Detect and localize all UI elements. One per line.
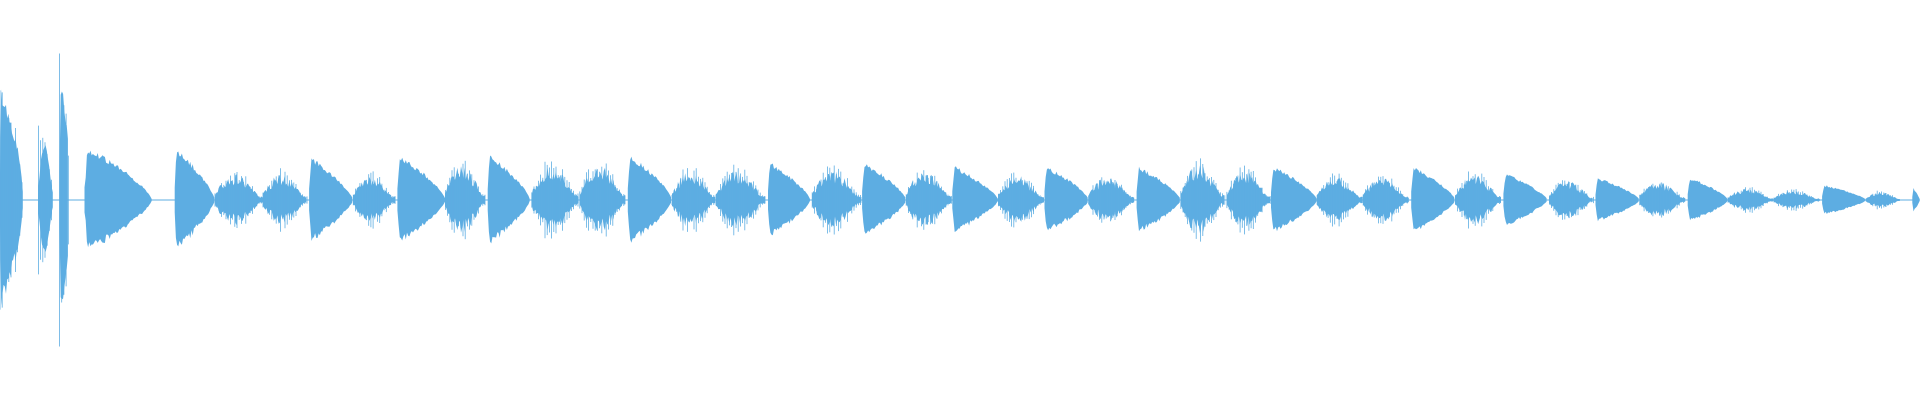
waveform-segment (487, 155, 530, 244)
waveform-segment (716, 171, 766, 227)
waveform-segment (579, 167, 626, 231)
waveform-segment (531, 167, 579, 231)
waveform-segment (1595, 178, 1639, 222)
waveform-segment (309, 158, 353, 241)
waveform-segment (1411, 168, 1455, 230)
waveform-segment (952, 166, 998, 232)
waveform-segment (397, 157, 446, 241)
waveform-segment (1503, 174, 1547, 225)
waveform-segment (174, 151, 215, 247)
waveform-segment (1044, 168, 1088, 231)
waveform-segment (353, 176, 396, 222)
waveform-segment (1271, 168, 1317, 232)
waveform-segment (1687, 179, 1728, 221)
waveform-segment (1136, 166, 1180, 232)
waveform-segment (998, 176, 1044, 222)
waveform-segment (84, 150, 152, 248)
waveform-segment (627, 156, 671, 243)
waveform-segment (862, 164, 906, 234)
waveform-segment (1822, 185, 1866, 214)
waveform-segment (812, 171, 862, 228)
waveform-segment (768, 163, 810, 236)
waveform-segment (1912, 188, 1920, 212)
